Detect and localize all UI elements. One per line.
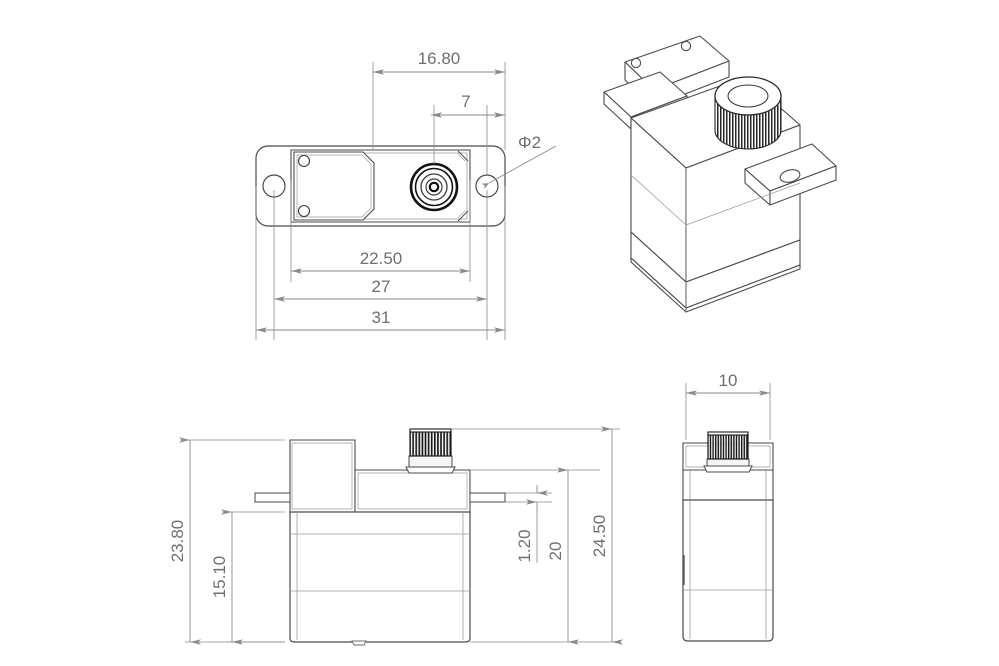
iso-spline-bore <box>727 84 769 108</box>
front-body-bottom-notch <box>351 640 367 646</box>
case-chamfer-tr <box>457 150 469 162</box>
side-spline-cap <box>707 431 749 436</box>
dim-label-16-80: 16.80 <box>418 49 461 68</box>
front-body-outline <box>289 511 471 643</box>
front-view-group: 23.80 15.10 1.20 20 24.50 <box>168 426 623 646</box>
cover-panel-inner <box>296 154 372 218</box>
side-spline-teeth <box>707 433 749 460</box>
case-chamfer-tr-inner <box>457 153 466 162</box>
iso-cap-hole-left <box>630 57 642 69</box>
case-chamfer-br <box>457 210 469 222</box>
front-spline-neck <box>408 455 453 468</box>
iso-right-seam <box>685 182 801 226</box>
dim-label-23-80: 23.80 <box>168 520 187 563</box>
case-chamfer-br-inner <box>457 210 466 219</box>
iso-left-seam <box>630 174 687 226</box>
side-body-outline <box>682 499 774 642</box>
front-housing-shelf <box>354 469 471 513</box>
dim-label-24-50: 24.50 <box>590 515 609 558</box>
cover-screw-hole-top <box>297 154 311 168</box>
iso-cap-hole-right <box>680 40 692 52</box>
cover-panel <box>293 151 375 221</box>
front-left-upper-arm-inner <box>291 442 353 510</box>
iso-right-flange-hole <box>779 169 801 183</box>
dim-label-7: 7 <box>461 92 470 111</box>
front-left-mount-tab <box>254 492 291 503</box>
front-left-upper-arm <box>289 439 356 513</box>
front-spline-base-flange <box>405 466 456 474</box>
leader-line-phi2 <box>481 145 557 190</box>
dim-label-phi2: Φ2 <box>518 133 541 152</box>
output-shaft-bore <box>428 181 440 193</box>
iso-right-flange-front <box>769 165 837 206</box>
cover-screw-hole-bottom <box>297 204 311 218</box>
dim-label-10: 10 <box>719 371 738 390</box>
top-view-group: 16.80 7 Φ2 22.50 27 31 <box>255 49 557 340</box>
dim-label-27: 27 <box>372 277 391 296</box>
front-right-mount-tab <box>469 492 506 503</box>
side-mid-band <box>682 469 774 501</box>
isometric-view-group <box>603 35 837 313</box>
dim-label-31: 31 <box>372 308 391 327</box>
side-spline-neck <box>706 458 750 467</box>
dim-label-1-20: 1.20 <box>515 529 534 562</box>
dim-label-22-50: 22.50 <box>360 249 403 268</box>
front-spline-cap <box>409 428 452 433</box>
side-spline-flange <box>703 465 753 473</box>
side-view-group: 10 <box>682 371 774 642</box>
dim-label-20: 20 <box>546 542 565 561</box>
dim-label-15-10: 15.10 <box>210 556 229 599</box>
front-spline-teeth <box>409 430 452 457</box>
